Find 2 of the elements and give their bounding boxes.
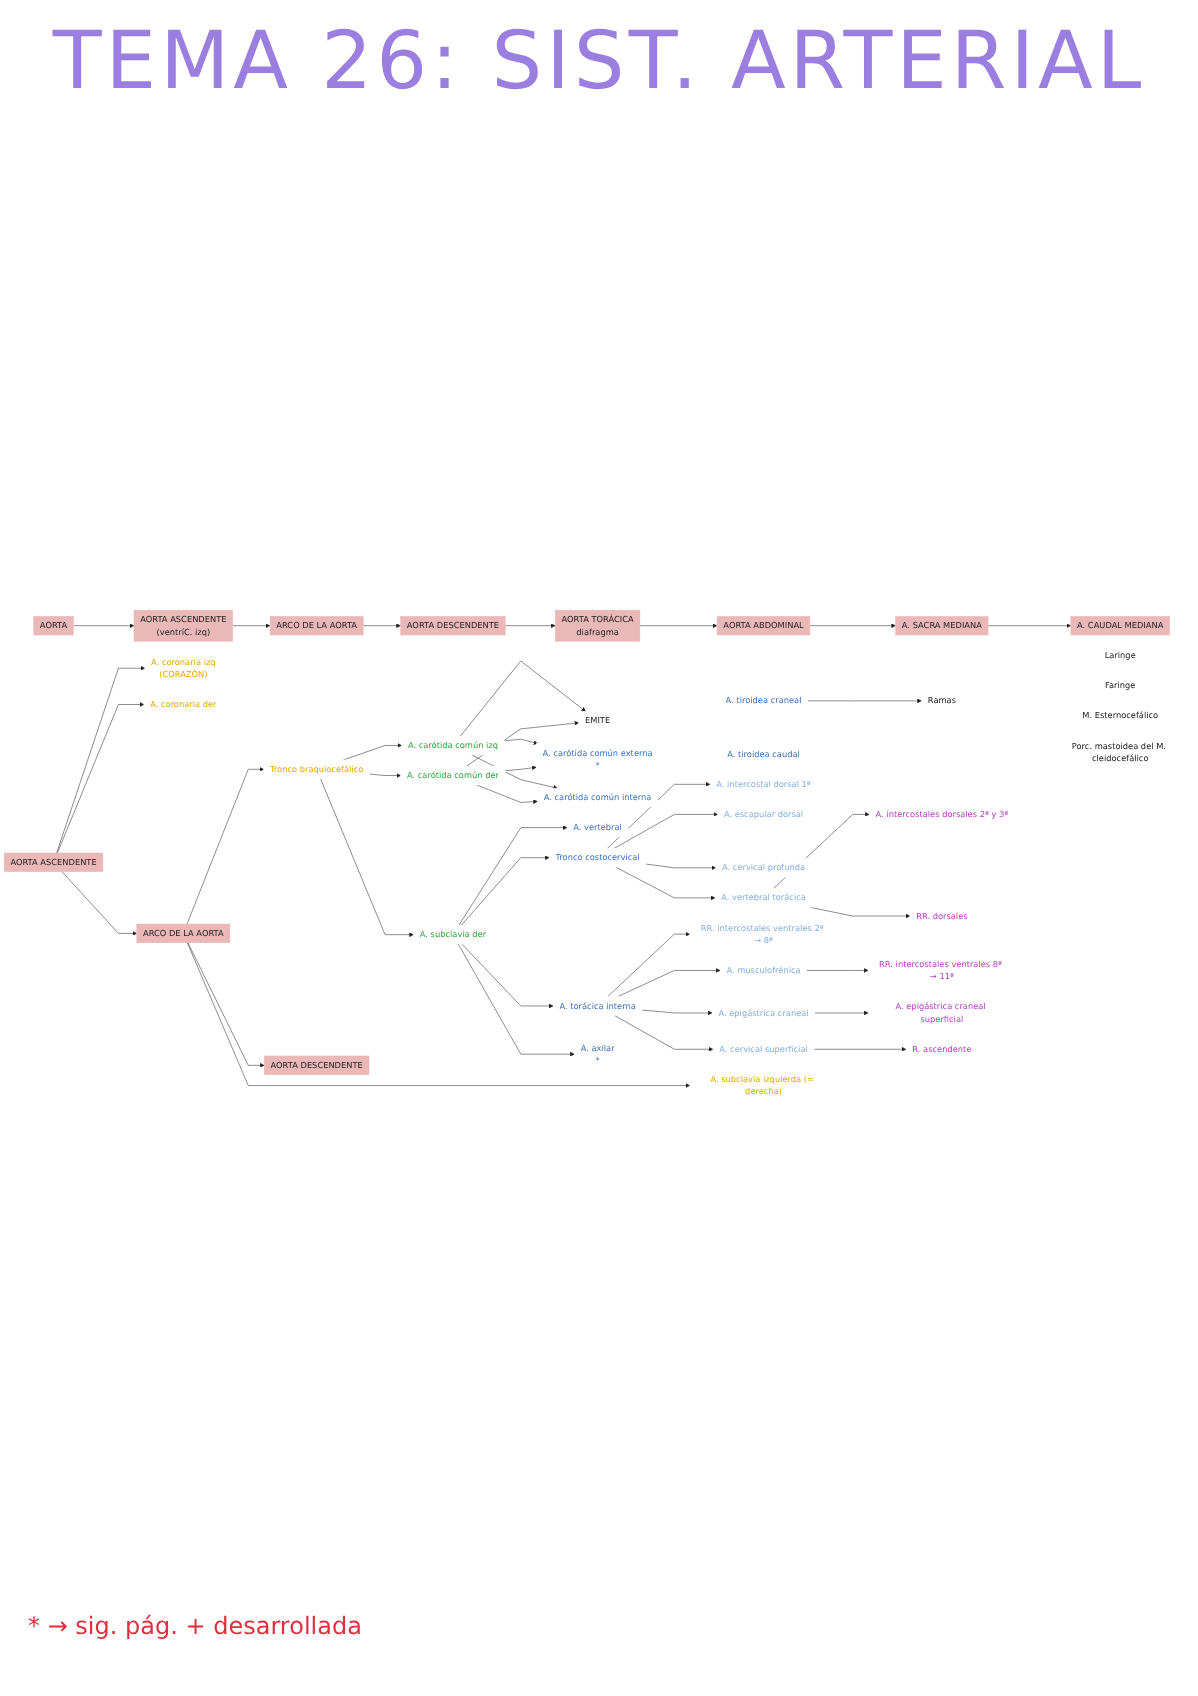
title: TEMA 26: SIST. ARTERIAL <box>50 16 1148 108</box>
footnote: * → sig. pág. + desarrollada <box>28 1612 362 1640</box>
